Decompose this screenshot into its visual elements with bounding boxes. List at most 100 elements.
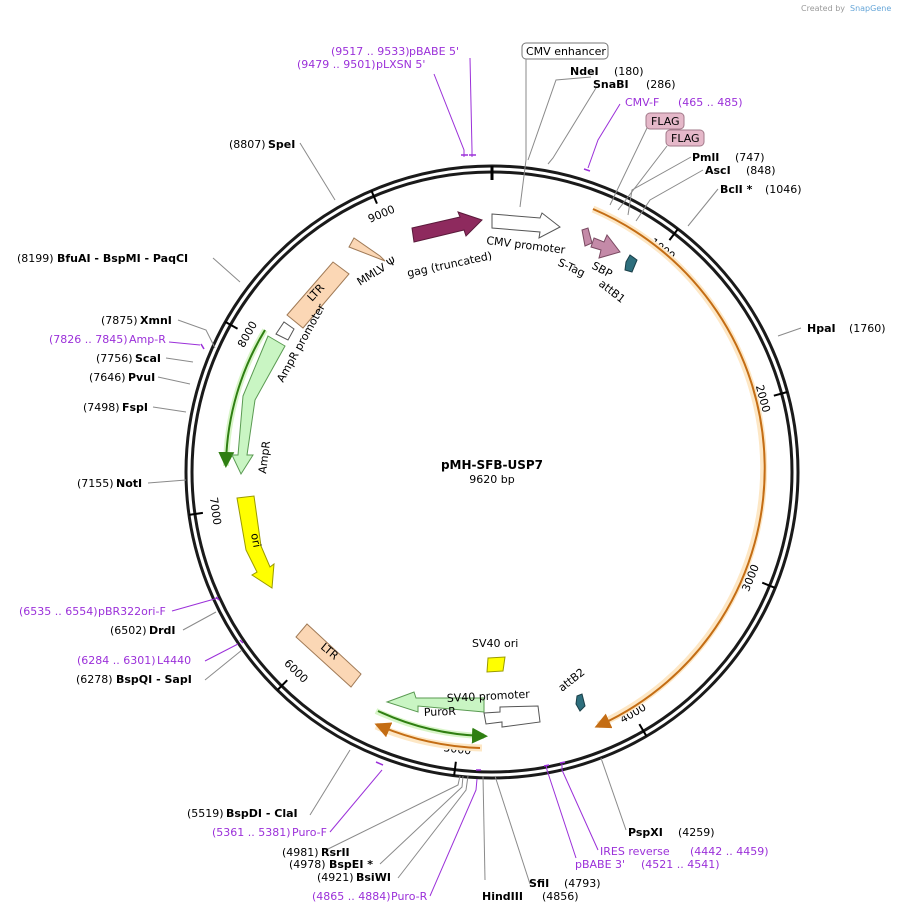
primer-plxsn5-name: pLXSN 5' [376,58,425,71]
site-rsrii-name: RsrII [321,846,350,859]
plasmid-length: 9620 bp [469,473,514,486]
primer-pbr322-range: (6535 .. 6554) [19,605,98,618]
primer-puror-name: Puro-R [391,890,428,903]
primer-pbabe5-range: (9517 .. 9533) [331,45,410,58]
site-pspxi-name: PspXI [628,826,663,839]
ampr-green-arc [218,329,266,468]
sv40-ori-feature [486,656,506,673]
site-bspdi-pos: (5519) [187,807,224,820]
site-pvui-pos: (7646) [89,371,126,384]
site-asci-name: AscI [705,164,731,177]
primer-ires-range: (4442 .. 4459) [690,845,769,858]
flag-box-2 [665,129,705,147]
usp7-arc [592,208,766,729]
primer-ampr-name: Amp-R [129,333,166,346]
site-scai-name: ScaI [135,352,161,365]
site-hindiii-pos: (4856) [542,890,579,903]
primer-leader-lines [168,57,621,897]
site-snabi-name: SnaBI [593,78,629,91]
ampr-feature [231,335,286,476]
site-bsiwi-pos: (4921) [317,871,354,884]
flag-label-1: FLAG [651,115,680,128]
site-bfuai-pos: (8199) [17,252,54,265]
tick-mark [668,228,679,241]
label-sbp: SBP [590,259,615,281]
primer-puror-range: (4865 .. 4884) [312,890,391,903]
ltr-feature-top [286,261,350,329]
s-tag-feature [581,227,593,247]
primer-cmvf-range: (465 .. 485) [678,96,743,109]
site-spei-pos: (8807) [229,138,266,151]
site-bcli-pos: (1046) [765,183,802,196]
primer-l4440-name: L4440 [157,654,191,667]
site-spei-name: SpeI [268,138,295,151]
label-attb2: attB2 [556,666,588,695]
puror-green-arc [377,710,488,744]
site-leader-lines [147,59,802,885]
tick-label: 7000 [207,496,224,526]
site-ndei-name: NdeI [570,65,599,78]
primer-plxsn5-range: (9479 .. 9501) [297,58,376,71]
site-hindiii-name: HindIII [482,890,523,903]
site-bspqi-pos: (6278) [76,673,113,686]
site-bcli-name: BclI * [720,183,753,196]
tick-mark [188,511,204,516]
tick-mark [761,581,776,589]
primer-ampr-range: (7826 .. 7845) [49,333,128,346]
site-fspi-name: FspI [122,401,148,414]
primer-ires-name: IRES reverse [600,845,670,858]
site-noti-pos: (7155) [77,477,114,490]
plasmid-name: pMH-SFB-USP7 [441,458,543,472]
site-pmli-name: PmlI [692,151,719,164]
site-xmni-name: XmnI [140,314,172,327]
ori-feature [236,495,275,589]
cmv-enhancer-label: CMV enhancer [526,45,606,58]
site-bspdi-name: BspDI - ClaI [226,807,298,820]
primer-l4440-range: (6284 .. 6301) [77,654,156,667]
site-drdi-pos: (6502) [110,624,147,637]
primer-pbr322-name: pBR322ori-F [98,605,166,618]
label-cmv-promoter: CMV promoter [486,234,567,257]
sbp-feature [590,234,621,259]
cmv-promoter-feature [491,212,561,239]
primer-pbabe5-name: pBABE 5' [409,45,459,58]
branding-created-by: Created by [801,4,845,13]
tick-mark [453,761,457,776]
gag-feature [411,211,483,243]
mmlv-psi-feature [348,237,386,262]
site-pspxi-pos: (4259) [678,826,715,839]
site-scai-pos: (7756) [96,352,133,365]
label-sv40-ori: SV40 ori [472,637,518,650]
tick-mark [276,679,288,691]
ltr-feature-bottom [295,623,362,688]
usp7-arc-bg [591,205,768,729]
site-sfii-name: SfiI [529,877,549,890]
label-ori: ori [248,532,263,549]
label-s-tag: S-Tag [556,256,587,280]
site-noti-name: NotI [116,477,142,490]
site-snabi-pos: (286) [646,78,676,91]
attb1-feature [624,254,638,273]
tick-mark [224,321,239,330]
primer-purof-range: (5361 .. 5381) [212,826,291,839]
site-pvui-name: PvuI [128,371,155,384]
primer-marks [200,154,591,771]
puror-feature [385,691,485,713]
site-ndei-pos: (180) [614,65,644,78]
label-puror: PuroR [424,705,457,719]
site-hpai-name: HpaI [807,322,836,335]
site-sfii-pos: (4793) [564,877,601,890]
tick-label: 9000 [366,203,397,226]
flag-label-2: FLAG [671,132,700,145]
label-attb1: attB1 [596,277,628,306]
ampr-promoter-feature [275,321,295,341]
tick-mark [638,723,648,737]
site-xmni-pos: (7875) [101,314,138,327]
site-fspi-pos: (7498) [83,401,120,414]
puror-orf-arc [374,722,481,749]
site-bfuai-name: BfuAI - BspMI - PaqCI [57,252,188,265]
label-gag: gag (truncated) [406,249,493,280]
site-bspei-pos: (4978) [289,858,326,871]
site-bspei-name: BspEI * [329,858,373,871]
